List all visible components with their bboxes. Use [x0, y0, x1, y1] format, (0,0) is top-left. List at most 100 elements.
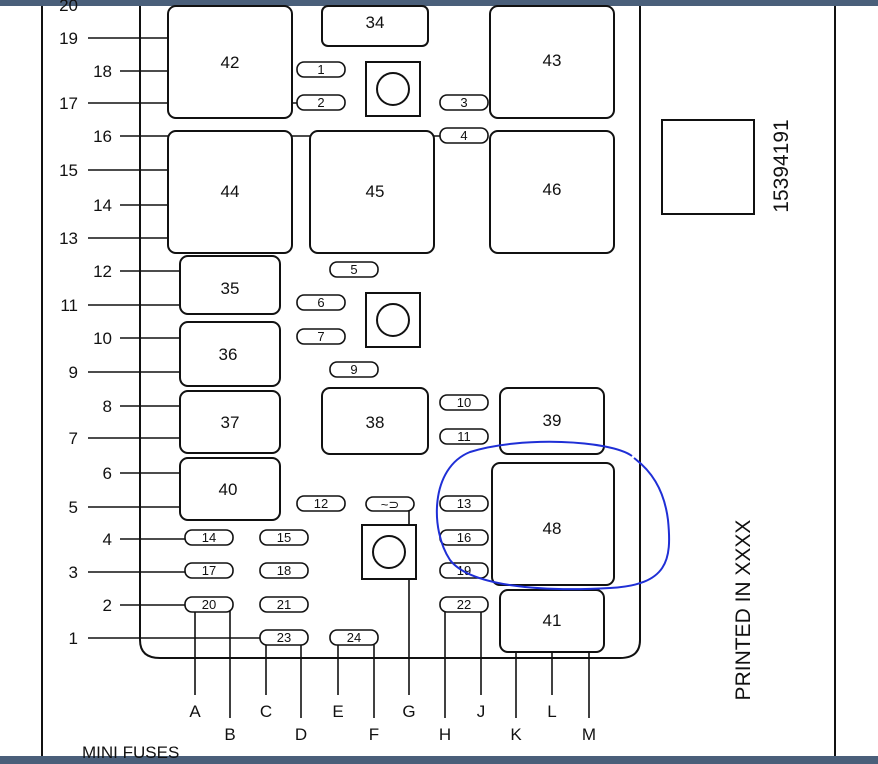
row-label: 20 [59, 0, 78, 15]
relay-labels: 34 42 43 44 45 46 35 36 37 38 39 40 48 4… [219, 13, 562, 630]
row-label: 3 [69, 563, 78, 582]
column-label: B [224, 725, 235, 744]
relay-label: 34 [366, 13, 385, 32]
relay-35 [179, 255, 281, 315]
column-label: J [477, 702, 486, 721]
fuse-label: 6 [317, 295, 324, 310]
row-labels: 20 19 18 17 16 15 14 13 12 11 10 9 8 7 6… [59, 0, 112, 648]
fuse-label: 9 [350, 362, 357, 377]
relay-label: 39 [543, 411, 562, 430]
fuse-label: 15 [277, 530, 291, 545]
annotation-circle [435, 440, 671, 591]
relay-label: 45 [366, 182, 385, 201]
column-labels: A B C D E F G H J K L M [189, 702, 596, 744]
relay-label: 36 [219, 345, 238, 364]
relay-label: 46 [543, 180, 562, 199]
printed-in-label: PRINTED IN XXXX [732, 520, 755, 701]
fuse-label: 21 [277, 597, 291, 612]
row-label: 19 [59, 29, 78, 48]
fuse-label: 4 [460, 128, 467, 143]
column-label: L [547, 702, 556, 721]
relay-label: 37 [221, 413, 240, 432]
relay-label: 42 [221, 53, 240, 72]
connector-g-symbol: ~⊃ [381, 497, 399, 512]
part-number: 15394191 [770, 119, 793, 212]
row-label: 6 [103, 464, 112, 483]
column-label: A [189, 702, 201, 721]
row-label: 10 [93, 329, 112, 348]
mini-fuses-caption: MINI FUSES [82, 743, 179, 762]
relay-label: 44 [221, 182, 240, 201]
label-box [661, 119, 755, 215]
column-label: F [369, 725, 379, 744]
relay-label: 41 [543, 611, 562, 630]
relay-37 [179, 390, 281, 454]
row-label: 2 [103, 596, 112, 615]
column-label: E [332, 702, 343, 721]
fuse-label: 20 [202, 597, 216, 612]
relay-44 [167, 130, 293, 254]
fuse-label: 16 [457, 530, 471, 545]
row-leader-lines [88, 37, 440, 639]
row-label: 13 [59, 229, 78, 248]
window-bottom-bar [0, 756, 878, 764]
relay-40 [179, 457, 281, 521]
relay-42 [167, 5, 293, 119]
relay-45 [309, 130, 435, 254]
column-label: H [439, 725, 451, 744]
column-label: G [402, 702, 415, 721]
relay-label: 38 [366, 413, 385, 432]
relay-46 [489, 130, 615, 254]
fuse-label: 23 [277, 630, 291, 645]
relay-39 [499, 387, 605, 455]
fuse-label: 2 [317, 95, 324, 110]
row-label: 16 [93, 127, 112, 146]
mounting-bolts [361, 61, 421, 580]
fuse-label: 5 [350, 262, 357, 277]
relay-label: 35 [221, 279, 240, 298]
row-label: 7 [69, 429, 78, 448]
fuse-label: 7 [317, 329, 324, 344]
relay-label: 40 [219, 480, 238, 499]
fuse-label: 17 [202, 563, 216, 578]
fuse-label: 11 [457, 429, 471, 444]
fuse-label: 14 [202, 530, 216, 545]
relay-41 [499, 589, 605, 653]
window-top-bar [0, 0, 878, 6]
fuse-label: 18 [277, 563, 291, 578]
row-label: 11 [60, 296, 78, 315]
row-label: 1 [69, 629, 78, 648]
row-label: 8 [103, 397, 112, 416]
fuse-label: 10 [457, 395, 471, 410]
connector-g-fuse [365, 496, 415, 512]
column-label: D [295, 725, 307, 744]
row-label: 12 [93, 262, 112, 281]
relay-blocks [167, 5, 615, 653]
relay-48 [491, 462, 615, 586]
row-label: 4 [103, 530, 112, 549]
fuse-label: 13 [457, 496, 471, 511]
row-label: 5 [69, 498, 78, 517]
column-label: C [260, 702, 272, 721]
fuse-label: 3 [460, 95, 467, 110]
fuse-label: 24 [347, 630, 361, 645]
relay-38 [321, 387, 429, 455]
relay-label: 48 [543, 519, 562, 538]
column-label: K [510, 725, 522, 744]
row-label: 9 [69, 363, 78, 382]
relay-36 [179, 321, 281, 387]
mini-fuse-outlines [184, 61, 489, 646]
relay-label: 43 [543, 51, 562, 70]
fuse-block-outline [139, 6, 641, 659]
fuse-label: 22 [457, 597, 471, 612]
relay-43 [489, 5, 615, 119]
row-label: 14 [93, 196, 112, 215]
fuse-label: 1 [317, 62, 324, 77]
column-label: M [582, 725, 596, 744]
row-label: 18 [93, 62, 112, 81]
fuse-label: 12 [314, 496, 328, 511]
row-label: 17 [59, 94, 78, 113]
relay-34 [321, 5, 429, 47]
row-label: 15 [59, 161, 78, 180]
